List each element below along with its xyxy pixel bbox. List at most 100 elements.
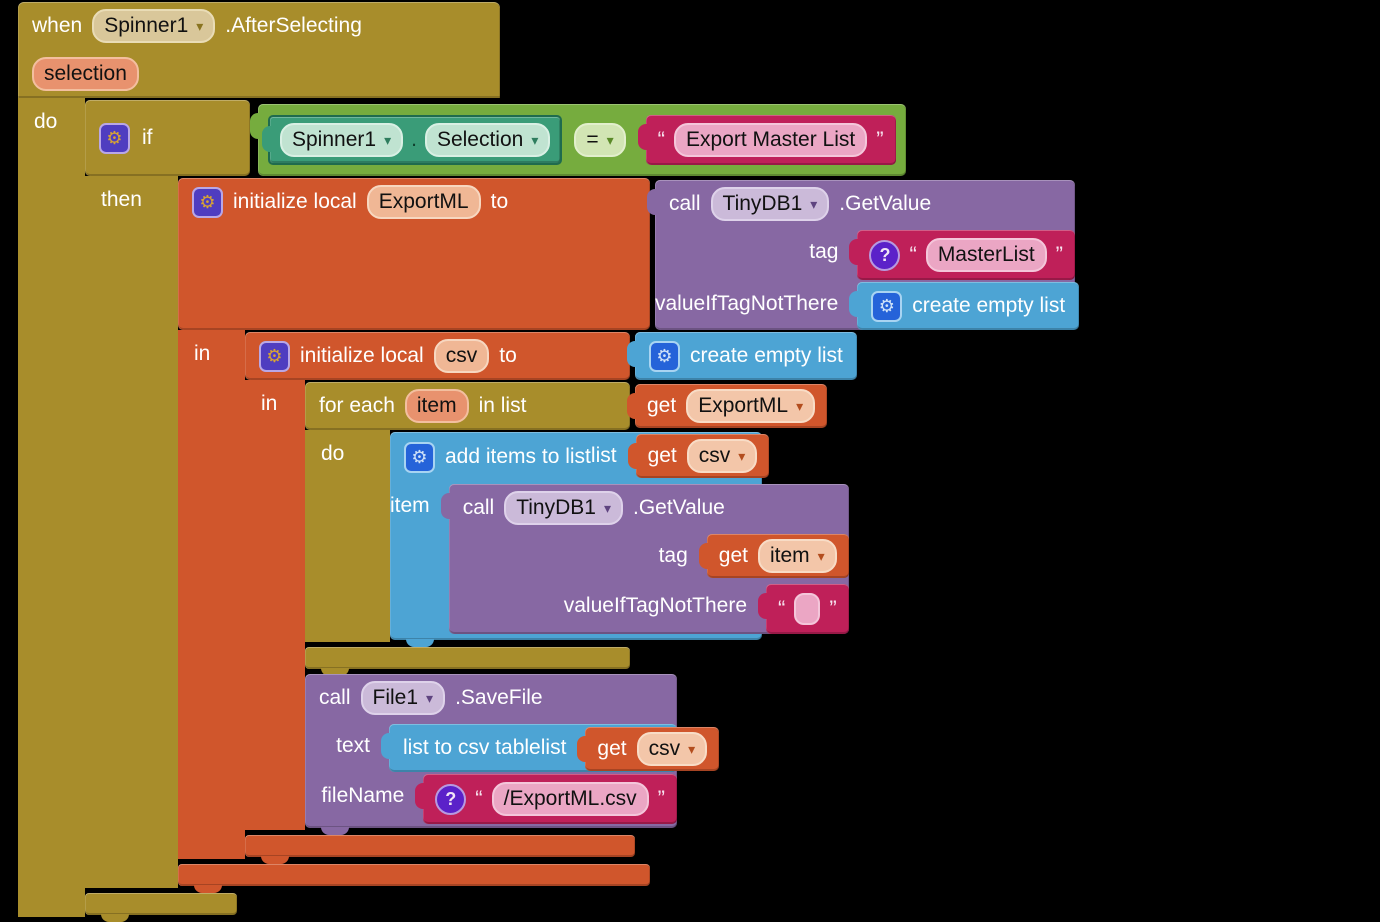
get-keyword: get <box>597 737 627 760</box>
get-csv-value: csv <box>698 444 731 467</box>
get-exportml-dropdown[interactable]: ExportML ▾ <box>686 389 816 423</box>
spinner1-component-dropdown[interactable]: Spinner1 ▾ <box>92 9 216 43</box>
get-csv-dropdown[interactable]: csv ▾ <box>636 732 708 766</box>
chevron-down-icon: ▾ <box>384 132 392 148</box>
text-input-label: text <box>336 734 370 757</box>
for-each-do-label: do <box>305 430 390 642</box>
in-list-label: in list <box>478 394 527 417</box>
tinydb1-component-dropdown[interactable]: TinyDB1 ▾ <box>710 187 830 221</box>
filename-text-field[interactable]: /ExportML.csv <box>491 782 649 816</box>
if-block-header[interactable]: ⚙ if <box>85 100 250 176</box>
init-csv-footer[interactable] <box>245 835 635 864</box>
compare-text-value: Export Master List <box>685 128 856 151</box>
dot-separator: . <box>411 128 417 151</box>
mutator-gear-icon[interactable]: ⚙ <box>192 186 223 218</box>
tinydb1-getvalue-block-2[interactable]: call TinyDB1 ▾ <box>440 484 849 634</box>
list-input-label: list <box>590 444 617 467</box>
tinydb1-component-value: TinyDB1 <box>516 496 596 519</box>
if-then-label: then <box>85 176 178 888</box>
initialize-local-exportml-block[interactable]: ⚙ initialize local ExportML to <box>178 178 1080 893</box>
exportml-name-field[interactable]: ExportML <box>366 185 481 219</box>
csv-name-value: csv <box>445 344 478 367</box>
create-empty-list-block-1[interactable]: ⚙ create empty list <box>849 282 1080 330</box>
get-exportml-block[interactable]: get ExportML ▾ <box>626 384 828 428</box>
when-do-label: do <box>18 98 85 917</box>
create-empty-list-block-2[interactable]: ⚙ create empty list <box>627 332 857 380</box>
item-input-label: item <box>390 494 430 517</box>
close-quote: ” <box>1055 242 1063 267</box>
for-each-header[interactable]: for each item in list <box>305 382 630 430</box>
empty-text-field[interactable] <box>794 593 821 625</box>
equals-operator-value: = <box>586 128 599 151</box>
call-keyword: call <box>462 496 495 519</box>
spinner1-component-value: Spinner1 <box>104 14 189 37</box>
list-input-label: list <box>540 736 567 759</box>
masterlist-text-field[interactable]: MasterList <box>925 238 1047 272</box>
getter-component-value: Spinner1 <box>292 128 377 151</box>
selection-param-chip[interactable]: selection <box>32 57 139 91</box>
file1-savefile-block[interactable]: call File1 ▾ .SaveFile <box>305 674 720 835</box>
get-item-dropdown[interactable]: item ▾ <box>757 539 837 573</box>
help-icon[interactable]: ? <box>435 783 467 815</box>
for-each-footer[interactable] <box>305 647 630 676</box>
get-csv-block-1[interactable]: get csv ▾ <box>627 434 770 478</box>
list-mutator-gear-icon[interactable]: ⚙ <box>649 340 680 372</box>
list-mutator-gear-icon[interactable]: ⚙ <box>871 290 903 322</box>
chevron-down-icon: ▾ <box>603 500 611 516</box>
getvalue-method-label: .GetValue <box>839 192 932 215</box>
chevron-down-icon: ▾ <box>688 741 696 757</box>
mutator-gear-icon[interactable]: ⚙ <box>259 340 290 372</box>
call-keyword: call <box>669 192 701 215</box>
export-master-list-text-block[interactable]: “ Export Master List ” <box>637 115 896 165</box>
equals-operator-dropdown[interactable]: = ▾ <box>574 123 626 157</box>
tinydb1-getvalue-block-1[interactable]: call TinyDB1 ▾ .GetValue <box>647 180 1080 330</box>
getter-property-value: Selection <box>436 128 524 151</box>
getter-component-dropdown[interactable]: Spinner1 ▾ <box>280 123 404 157</box>
open-quote: “ <box>475 786 483 811</box>
getter-property-dropdown[interactable]: Selection ▾ <box>424 123 551 157</box>
init-csv-header[interactable]: ⚙ initialize local csv to <box>245 332 630 380</box>
open-quote: “ <box>909 242 917 267</box>
list-to-csv-table-block[interactable]: list to csv table list get csv <box>381 724 720 772</box>
tinydb1-component-dropdown[interactable]: TinyDB1 ▾ <box>504 491 623 525</box>
when-block-header[interactable]: when Spinner1 ▾ .AfterSelecting selectio… <box>18 2 500 98</box>
add-items-to-list-block[interactable]: ⚙ add items to list list <box>390 432 849 647</box>
file1-component-dropdown[interactable]: File1 ▾ <box>360 681 446 715</box>
for-each-block[interactable]: for each item in list <box>305 382 849 676</box>
open-quote: “ <box>778 596 786 621</box>
filename-text-block[interactable]: ? “ /ExportML.csv ” <box>415 774 677 824</box>
get-csv-block-2[interactable]: get csv ▾ <box>577 727 720 771</box>
get-csv-dropdown[interactable]: csv ▾ <box>686 439 758 473</box>
filename-input-label: fileName <box>321 784 405 807</box>
if-keyword: if <box>142 126 153 149</box>
help-icon[interactable]: ? <box>869 239 901 271</box>
list-mutator-gear-icon[interactable]: ⚙ <box>404 441 435 473</box>
initialize-local-label: initialize local <box>233 190 357 213</box>
tag-input-label: tag <box>809 240 839 263</box>
init-exportml-header[interactable]: ⚙ initialize local ExportML to <box>178 178 650 330</box>
add-items-label: add items to list <box>445 445 591 468</box>
initialize-local-label: initialize local <box>300 344 424 367</box>
equals-compare-block[interactable]: Spinner1 ▾ . Selection ▾ = <box>250 104 906 176</box>
item-var-field[interactable]: item <box>404 389 469 423</box>
get-item-block[interactable]: get item ▾ <box>698 534 849 578</box>
init-exportml-footer[interactable] <box>178 864 650 893</box>
open-quote: “ <box>657 127 665 152</box>
create-empty-list-label: create empty list <box>912 294 1066 317</box>
chevron-down-icon: ▾ <box>196 18 204 34</box>
if-block-footer[interactable] <box>85 893 237 922</box>
list-to-csv-label: list to csv table <box>403 736 541 759</box>
spinner1-selection-getter-block[interactable]: Spinner1 ▾ . Selection ▾ <box>261 115 563 165</box>
close-quote: ” <box>829 596 837 621</box>
compare-text-field[interactable]: Export Master List <box>673 123 868 157</box>
initialize-local-csv-block[interactable]: ⚙ initialize local csv to <box>245 332 857 864</box>
masterlist-text-block[interactable]: ? “ MasterList ” <box>849 230 1075 280</box>
when-spinner1-afterselecting-block[interactable]: when Spinner1 ▾ .AfterSelecting selectio… <box>18 2 1080 922</box>
if-block[interactable]: ⚙ if Spinner1 ▾ . <box>85 100 1080 922</box>
selection-param-label: selection <box>44 62 127 85</box>
csv-name-field[interactable]: csv <box>433 339 490 373</box>
mutator-gear-icon[interactable]: ⚙ <box>99 122 130 154</box>
empty-string-block[interactable]: “ ” <box>758 584 849 634</box>
to-label: to <box>490 190 509 213</box>
